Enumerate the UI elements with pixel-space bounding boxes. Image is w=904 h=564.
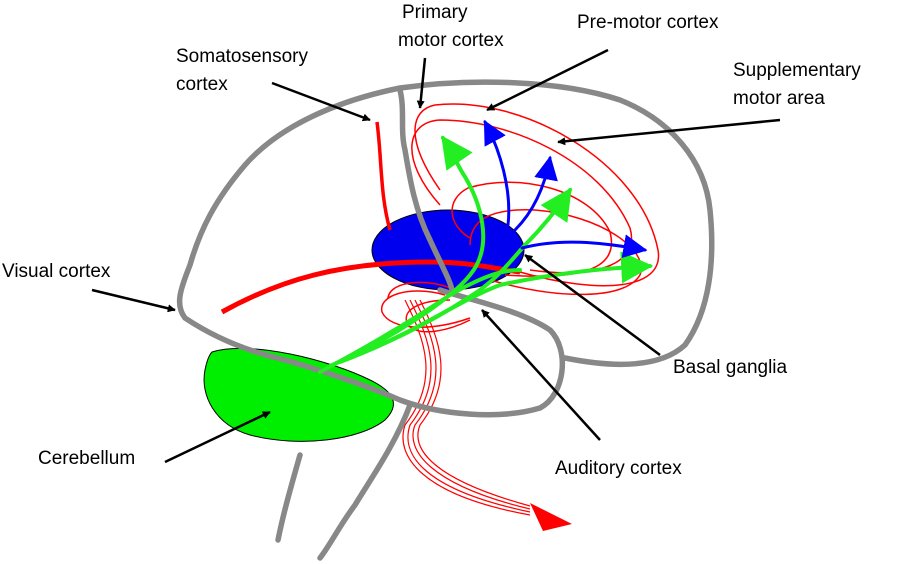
label-supplementary-line1: Supplementary xyxy=(733,60,861,81)
pointer-arrows xyxy=(91,48,781,464)
label-somatosensory-line2: cortex xyxy=(176,74,228,95)
motor-output-arrowhead xyxy=(530,503,572,531)
cerebellum-shape xyxy=(203,347,394,442)
label-supplementary-line2: motor area xyxy=(733,88,825,109)
cerebellar-pathways xyxy=(318,135,654,374)
cerebellum-pointer xyxy=(164,410,271,464)
basal-pathways xyxy=(483,119,648,259)
somatosensory-pointer xyxy=(271,81,371,122)
label-premotor: Pre-motor cortex xyxy=(577,12,719,33)
visual-pointer xyxy=(91,288,176,313)
label-somatosensory-line1: Somatosensory xyxy=(176,46,309,67)
brain-outline xyxy=(176,79,715,561)
labels: Primary motor cortex Pre-motor cortex So… xyxy=(2,2,861,479)
supplementary-pointer xyxy=(557,118,781,146)
label-auditory: Auditory cortex xyxy=(555,458,682,479)
label-primary-motor-line1: Primary xyxy=(402,2,468,23)
basal-pointer xyxy=(524,253,661,357)
primary-pointer xyxy=(416,57,427,109)
label-visual: Visual cortex xyxy=(2,261,111,282)
label-primary-motor-line2: motor cortex xyxy=(398,30,504,51)
auditory-pointer xyxy=(481,309,601,441)
label-cerebellum: Cerebellum xyxy=(38,448,135,469)
label-basal-ganglia: Basal ganglia xyxy=(673,357,788,378)
premotor-pointer xyxy=(486,48,609,112)
motor-pathways xyxy=(220,103,660,516)
